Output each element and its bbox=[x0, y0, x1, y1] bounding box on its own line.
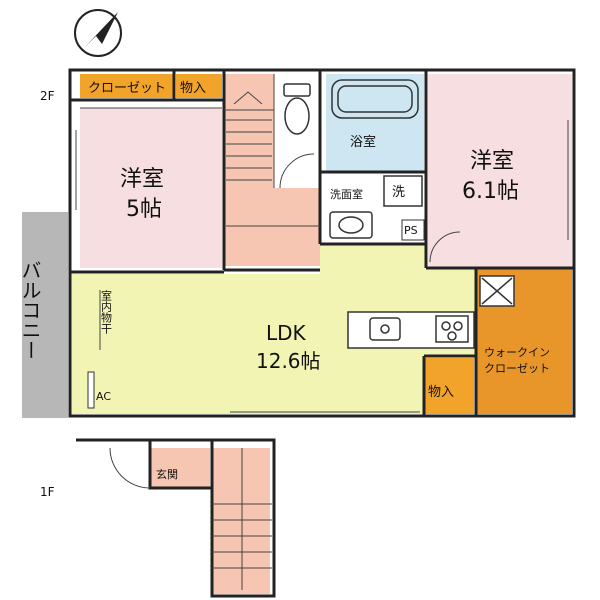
ldk-fill bbox=[70, 244, 476, 414]
western-right-fill bbox=[428, 74, 572, 268]
storage-bottom-label: 物入 bbox=[428, 385, 454, 400]
entrance-label: 玄関 bbox=[156, 467, 178, 481]
kitchen-counter bbox=[347, 311, 475, 349]
entrance-fill bbox=[150, 448, 210, 488]
stove-icon bbox=[435, 315, 469, 343]
interior-lines bbox=[75, 74, 569, 413]
wash-basin-icon bbox=[329, 211, 373, 239]
indoor-drying-label: 室内物干 bbox=[100, 289, 113, 335]
floor-label-1f: 1F bbox=[40, 485, 55, 499]
ac-unit bbox=[87, 371, 95, 409]
western-right-name: 洋室 bbox=[470, 149, 514, 174]
stairs-landing-fill bbox=[224, 188, 320, 266]
western-left-fill bbox=[80, 108, 222, 268]
balcony-label: バルコニー bbox=[18, 260, 42, 360]
ac-label: AC bbox=[96, 390, 111, 403]
closet-fill bbox=[80, 74, 174, 98]
walkin-label-line1: ウォークイン bbox=[484, 346, 550, 359]
storage-top-label: 物入 bbox=[180, 81, 206, 96]
bath-label: 浴室 bbox=[350, 134, 376, 150]
washroom-label: 洗面室 bbox=[330, 187, 363, 201]
ps-label: PS bbox=[404, 224, 418, 237]
ldk-size: 12.6帖 bbox=[256, 349, 321, 373]
bath-fill bbox=[326, 74, 424, 172]
fan-icon bbox=[479, 275, 515, 307]
closet-label: クローゼット bbox=[88, 81, 166, 96]
western-left-name: 洋室 bbox=[120, 167, 164, 192]
floor-label-2f: 2F bbox=[40, 89, 55, 103]
washer-box bbox=[383, 175, 423, 207]
stairs-bottom-fill bbox=[212, 448, 270, 594]
walls-2f bbox=[68, 68, 576, 418]
washer-label: 洗 bbox=[392, 185, 405, 200]
stairs-bottom-lines bbox=[109, 447, 272, 590]
kitchen-sink-icon bbox=[369, 317, 401, 341]
bathtub-icon bbox=[331, 79, 419, 119]
balcony-fill bbox=[22, 212, 68, 418]
walkin-label-line2: クローゼット bbox=[484, 362, 550, 375]
north-arrow-icon bbox=[74, 9, 122, 57]
western-right-size: 6.1帖 bbox=[462, 179, 519, 204]
western-left-size: 5帖 bbox=[126, 197, 162, 222]
storage-bottom-fill bbox=[424, 358, 474, 414]
ps-box bbox=[401, 219, 425, 241]
storage-top-fill bbox=[176, 74, 222, 98]
toilet-icon bbox=[283, 83, 311, 135]
ldk-name: LDK bbox=[266, 321, 307, 345]
